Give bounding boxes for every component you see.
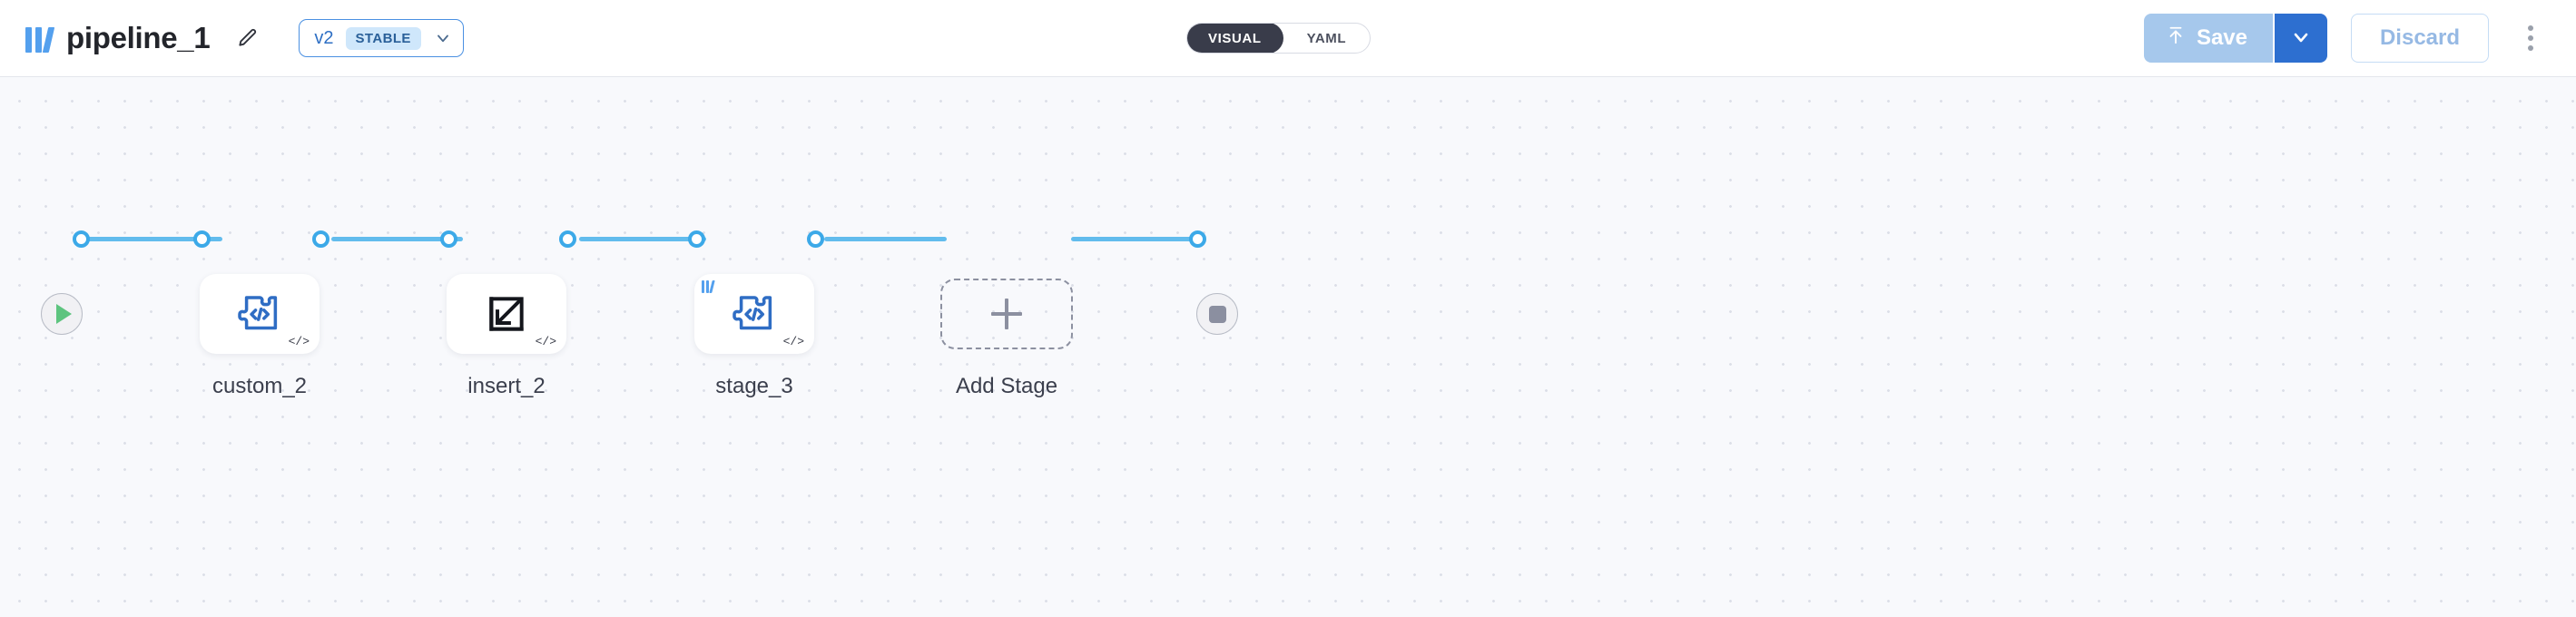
kebab-dot-1 — [2528, 25, 2533, 31]
stage-node-insert_2[interactable]: </> — [447, 274, 566, 354]
chevron-down-icon — [2290, 26, 2312, 51]
puzzle-code-icon — [236, 290, 283, 338]
chevron-down-icon — [433, 28, 453, 48]
port-stage_3-input[interactable] — [688, 230, 705, 248]
plus-icon — [991, 299, 1022, 329]
edge-start-to-custom2 — [77, 237, 222, 241]
add-stage-label: Add Stage — [955, 374, 1058, 398]
code-badge: </> — [288, 335, 310, 348]
pipeline-bars-logo-icon — [25, 24, 55, 53]
stage-node-custom_2[interactable]: </> — [200, 274, 320, 354]
version-label: v2 — [314, 27, 334, 48]
kebab-dot-3 — [2528, 45, 2533, 51]
page-title: pipeline_1 — [66, 21, 211, 54]
edit-title-button[interactable] — [230, 20, 266, 56]
port-start-output[interactable] — [73, 230, 90, 248]
save-button-label: Save — [2196, 25, 2247, 50]
discard-button[interactable]: Discard — [2351, 14, 2489, 63]
stage-label-insert_2: insert_2 — [467, 374, 546, 398]
pipeline-canvas[interactable]: </> custom_2 </> insert_2 — [0, 77, 2576, 617]
pipeline-start-node[interactable] — [41, 293, 83, 335]
pencil-icon — [236, 25, 260, 52]
status-badge: STABLE — [345, 26, 421, 50]
pipeline-end-node[interactable] — [1196, 293, 1238, 335]
stage-node-stage_3[interactable]: </> — [694, 274, 814, 354]
edge-stage3-to-addstage — [824, 237, 947, 241]
kebab-dot-2 — [2528, 35, 2533, 41]
port-stage_3-output[interactable] — [807, 230, 824, 248]
puzzle-code-icon — [731, 290, 778, 338]
edge-addstage-to-end — [1071, 237, 1198, 241]
save-button[interactable]: Save — [2143, 14, 2273, 63]
version-selector[interactable]: v2 STABLE — [299, 19, 464, 57]
port-custom_2-output[interactable] — [312, 230, 329, 248]
logo-bar-3 — [42, 27, 55, 53]
node-logo-bar-1 — [702, 280, 704, 293]
tab-visual[interactable]: VISUAL — [1187, 24, 1283, 53]
stage-label-custom_2: custom_2 — [211, 374, 308, 398]
edge-custom2-to-insert2 — [331, 237, 463, 241]
node-logo-bar-3 — [709, 280, 715, 293]
port-insert_2-input[interactable] — [440, 230, 457, 248]
app-header: pipeline_1 v2 STABLE VISU — [0, 0, 2576, 77]
header-left-group: pipeline_1 v2 STABLE — [25, 19, 464, 57]
stage-label-stage_3: stage_3 — [715, 374, 793, 398]
pipeline-bars-logo-icon — [702, 279, 715, 293]
code-badge: </> — [535, 335, 556, 348]
play-icon — [56, 304, 72, 324]
kebab-menu-icon[interactable] — [2511, 15, 2551, 62]
code-badge: </> — [782, 335, 804, 348]
header-actions-group: Save Discard — [2143, 14, 2551, 63]
port-custom_2-input[interactable] — [193, 230, 211, 248]
stop-icon — [1208, 305, 1226, 323]
port-end-input[interactable] — [1189, 230, 1206, 248]
port-insert_2-output[interactable] — [559, 230, 576, 248]
node-logo-bar-2 — [706, 280, 709, 293]
tab-yaml[interactable]: YAML — [1306, 30, 1347, 46]
logo-bar-1 — [25, 27, 32, 53]
save-split-button: Save — [2143, 14, 2327, 63]
logo-bar-2 — [35, 27, 42, 53]
view-mode-toggle[interactable]: VISUAL YAML — [1186, 23, 1372, 54]
insert-arrow-icon — [484, 291, 529, 337]
save-options-button[interactable] — [2273, 14, 2327, 63]
add-stage-button[interactable] — [940, 279, 1073, 349]
edge-insert2-to-stage3 — [579, 237, 706, 241]
upload-icon — [2166, 24, 2186, 53]
